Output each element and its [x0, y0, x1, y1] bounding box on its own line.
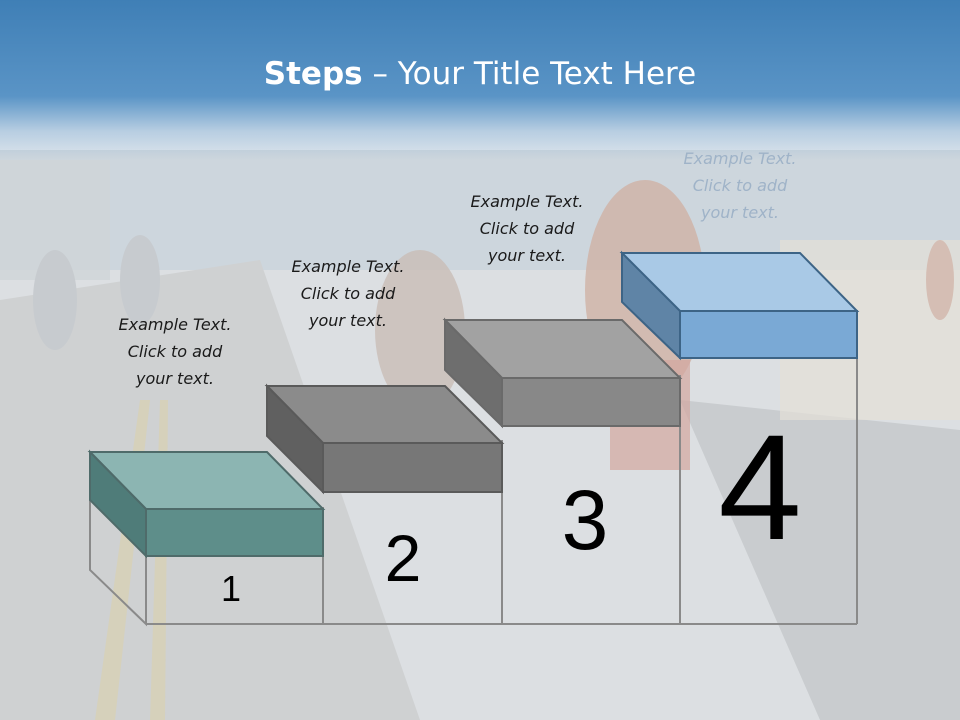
step-1-number: 1 [220, 568, 242, 609]
caption-line: Click to add [692, 176, 788, 195]
title-rest: – Your Title Text Here [362, 56, 697, 92]
caption-line: Click to add [127, 342, 223, 361]
step-4-block [619, 250, 860, 361]
step-2-number: 2 [384, 521, 422, 595]
step-3-number: 3 [561, 473, 609, 567]
caption-line: your text. [487, 246, 566, 265]
step-2-caption[interactable]: Example Text. Click to add your text. [273, 253, 423, 334]
caption-line: Example Text. [118, 315, 232, 334]
caption-line: Click to add [479, 219, 575, 238]
step-1-block [87, 449, 326, 559]
caption-line: Example Text. [291, 257, 405, 276]
title-bold: Steps [263, 56, 363, 92]
step-3-block [442, 317, 683, 429]
step-1-outline [89, 460, 147, 627]
slide-title[interactable]: Steps – Your Title Text Here [0, 56, 960, 92]
step-1-caption[interactable]: Example Text. Click to add your text. [100, 311, 250, 392]
caption-line: your text. [135, 369, 214, 388]
step-3-caption[interactable]: Example Text. Click to add your text. [452, 188, 602, 269]
caption-line: your text. [700, 203, 779, 222]
caption-line: Example Text. [470, 192, 584, 211]
caption-line: your text. [308, 311, 387, 330]
caption-line: Example Text. [683, 149, 797, 168]
step-4-number: 4 [718, 403, 802, 571]
step-4-caption[interactable]: Example Text. Click to add your text. [665, 145, 815, 226]
caption-line: Click to add [300, 284, 396, 303]
step-2-block [264, 383, 505, 495]
title-bar [0, 0, 960, 160]
